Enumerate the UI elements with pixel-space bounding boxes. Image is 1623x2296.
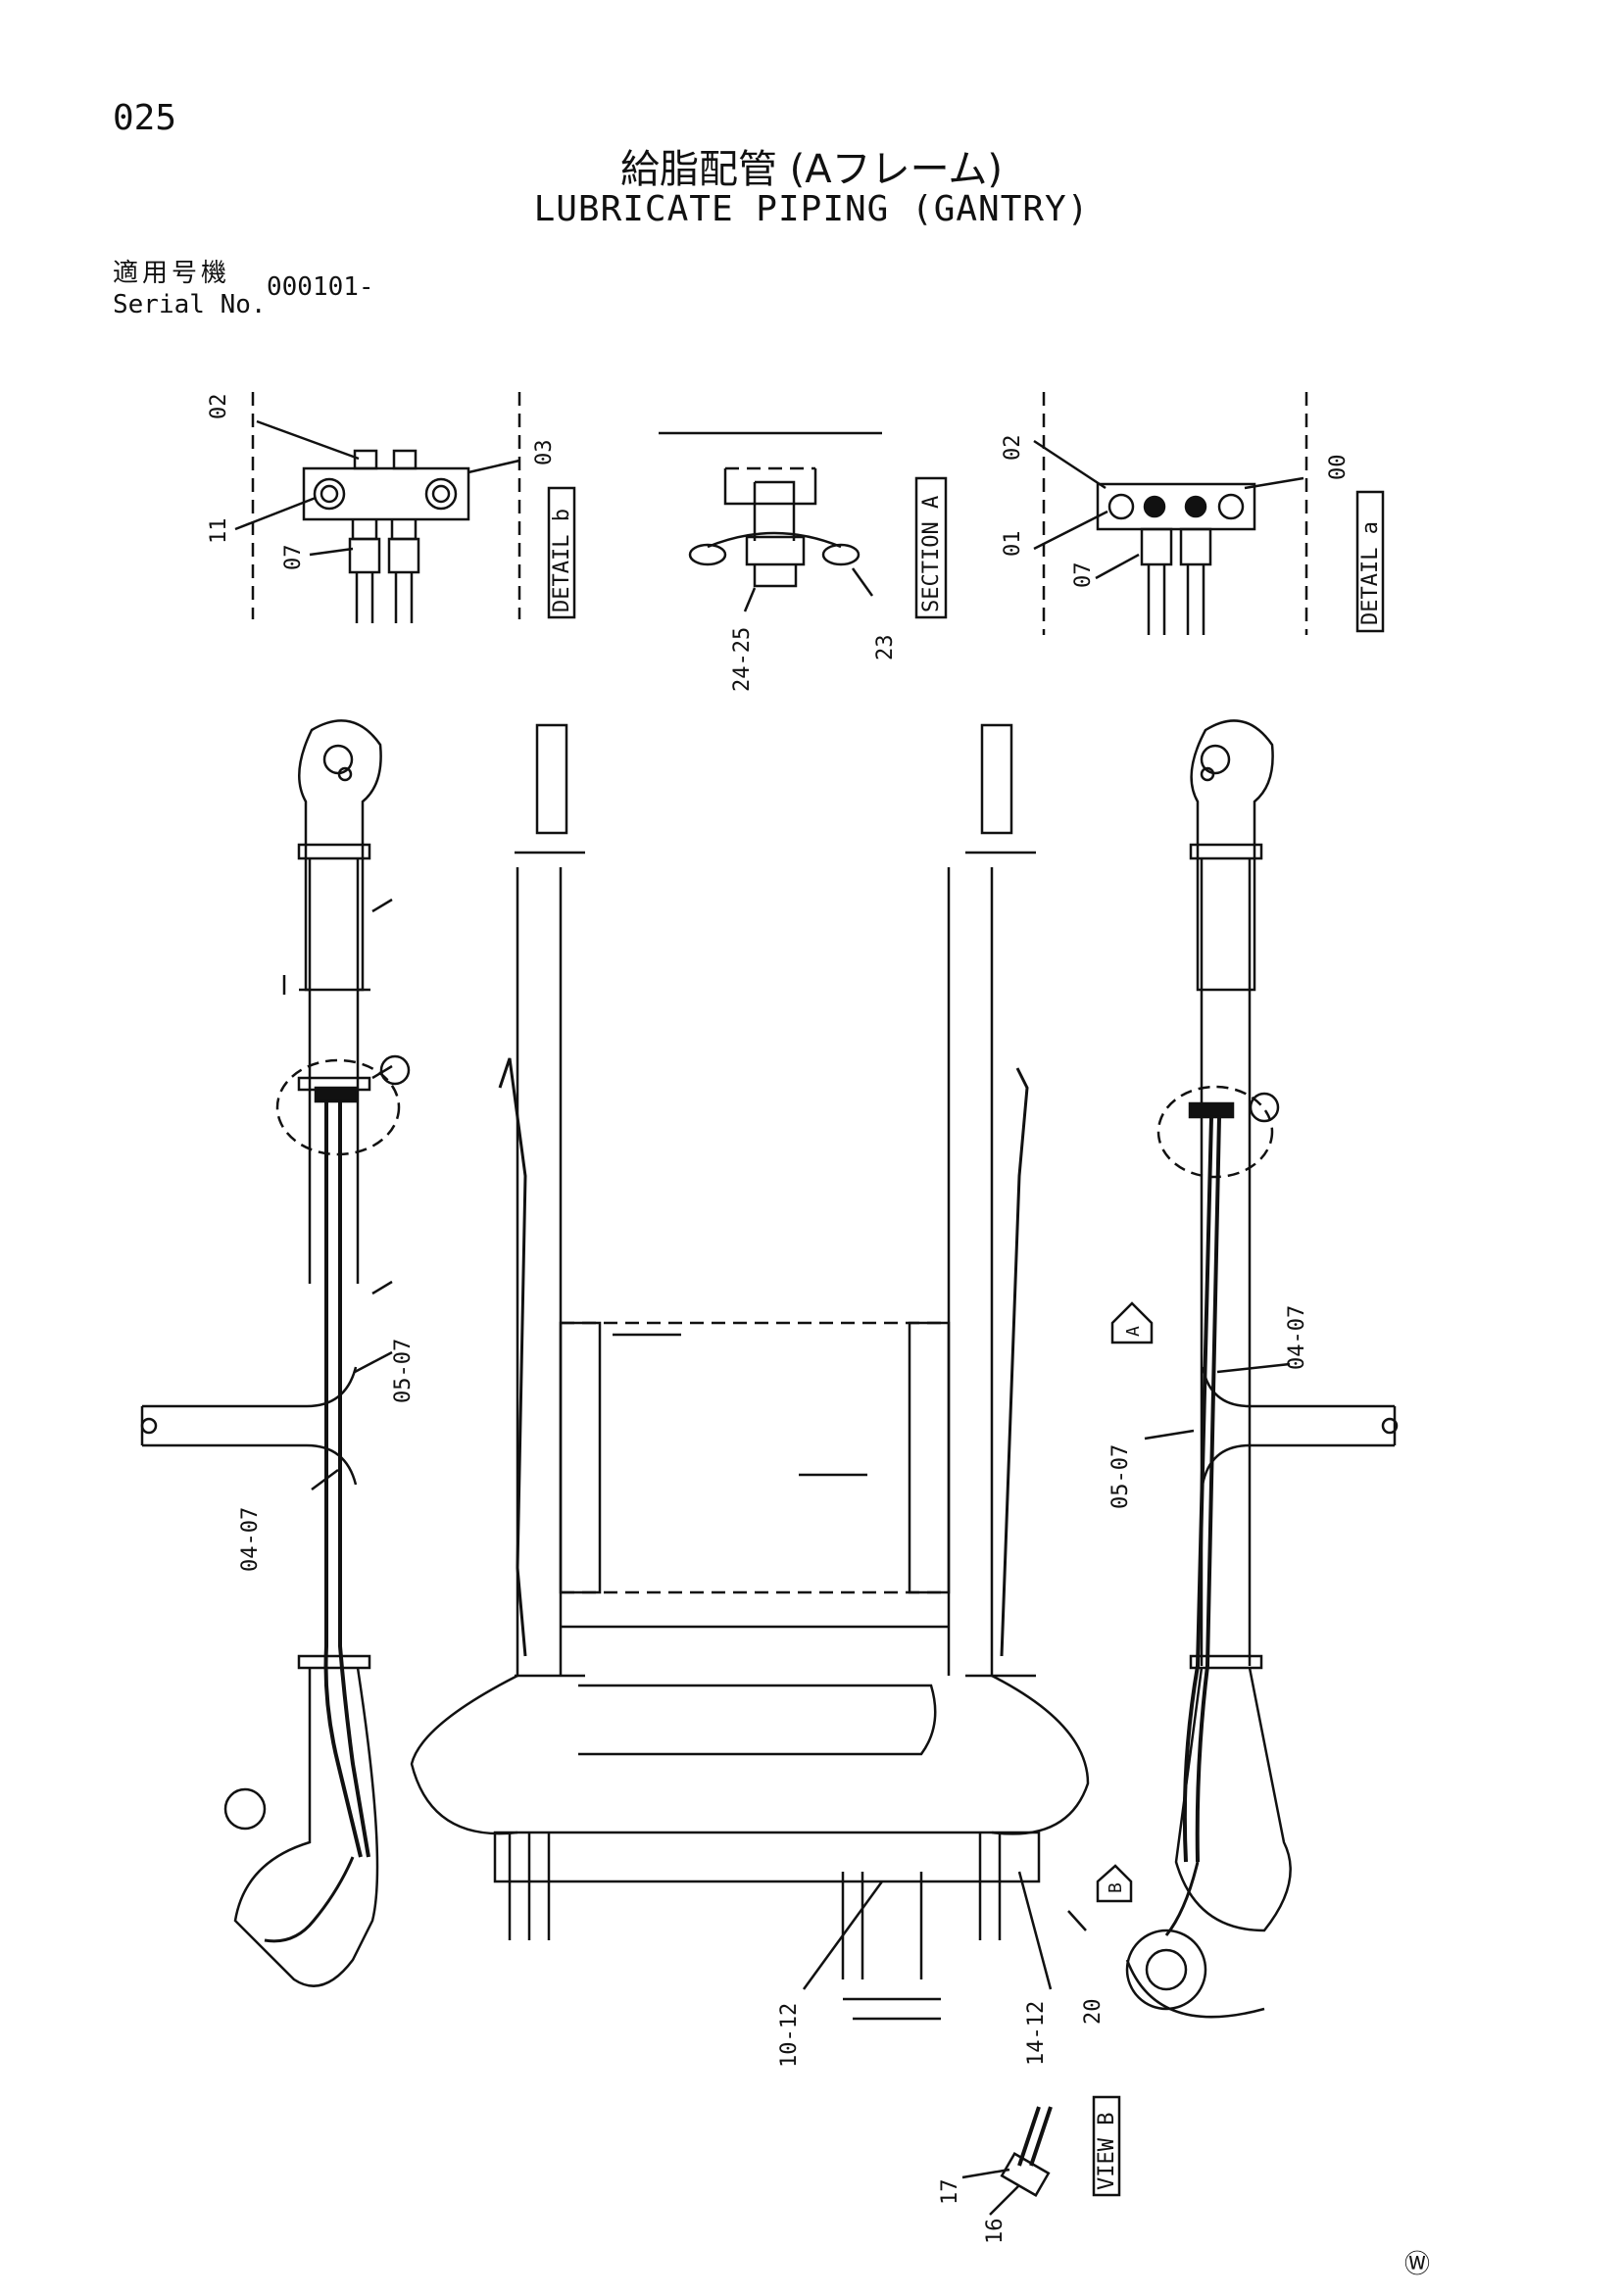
title-japanese: 給脂配管 (Aフレーム) <box>619 147 1004 192</box>
callout-section-a-24-25: 24-25 <box>730 627 755 692</box>
section-a-drawing <box>659 431 882 612</box>
view-label-detail-b: DETAIL b <box>550 509 574 612</box>
detail-b-drawing <box>234 392 521 623</box>
callout-10-12: 10-12 <box>777 2003 802 2068</box>
page-number: 025 <box>113 98 177 138</box>
callout-detail-b-07: 07 <box>281 545 306 571</box>
view-arrow-a-letter: A <box>1123 1326 1144 1337</box>
callout-detail-b-11: 11 <box>207 518 231 545</box>
callout-left-05-07: 05-07 <box>391 1339 416 1403</box>
view-label-view-b: VIEW B <box>1095 2113 1119 2190</box>
right-gantry-leg <box>1125 719 1399 2019</box>
view-label-section-a: SECTION A <box>919 496 944 612</box>
callout-detail-a-00: 00 <box>1326 455 1351 481</box>
callout-detail-a-07: 07 <box>1071 562 1096 589</box>
callout-view-b-16: 16 <box>983 2219 1008 2245</box>
corner-mark: Ⓦ <box>1404 2250 1431 2279</box>
callout-detail-b-03: 03 <box>532 440 557 466</box>
view-label-detail-a: DETAIL a <box>1358 521 1383 625</box>
view-b-drawing <box>961 2106 1053 2216</box>
serial-label-japanese: 適用号機 <box>113 259 231 288</box>
callout-view-b-17: 17 <box>938 2179 962 2206</box>
title-english: LUBRICATE PIPING (GANTRY) <box>533 189 1090 229</box>
callout-left-04-07: 04-07 <box>238 1507 263 1572</box>
callout-detail-a-02: 02 <box>1001 435 1025 462</box>
view-arrow-b-letter: B <box>1106 1882 1126 1893</box>
callout-14-12: 14-12 <box>1024 2001 1049 2066</box>
callout-detail-a-01: 01 <box>1001 531 1025 558</box>
left-gantry-leg <box>140 719 411 1987</box>
serial-label-english: Serial No. <box>113 290 267 319</box>
detail-a-drawing <box>1033 392 1308 635</box>
callout-right-05-07: 05-07 <box>1108 1444 1133 1509</box>
callout-20: 20 <box>1081 1999 1106 2026</box>
centre-frame <box>410 723 1090 2021</box>
callout-right-04-07: 04-07 <box>1285 1305 1309 1370</box>
serial-number-value: 000101- <box>267 272 374 302</box>
callout-section-a-23: 23 <box>873 635 898 661</box>
callout-detail-b-02: 02 <box>207 394 231 420</box>
